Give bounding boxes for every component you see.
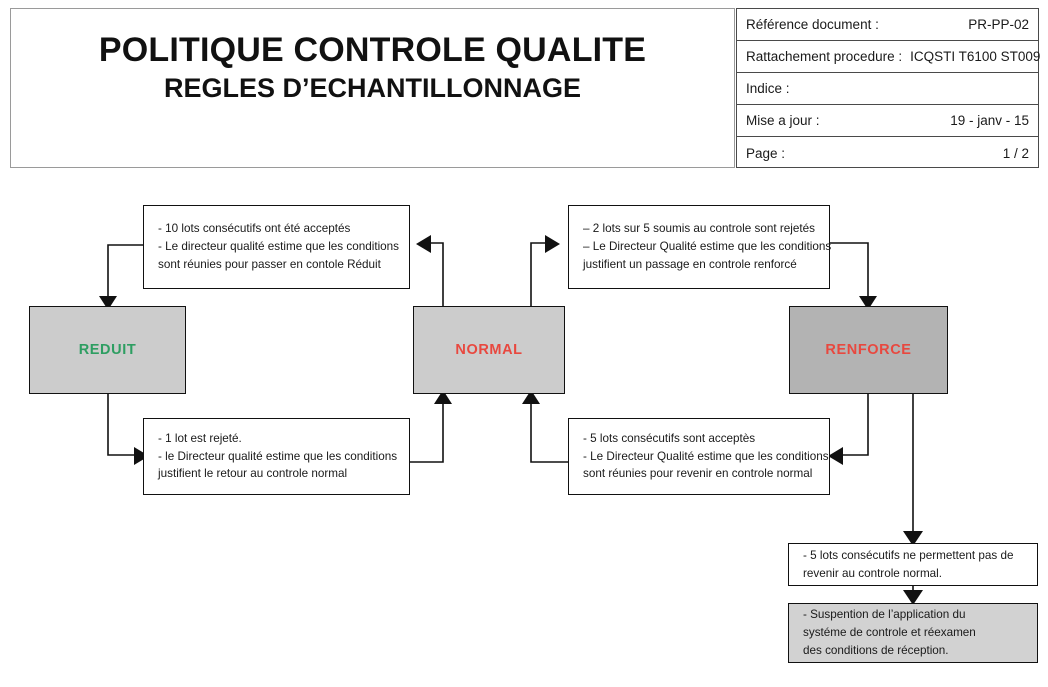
note-box-reduit-to-normal: - 1 lot est rejeté. - le Directeur quali… [143,418,410,495]
meta-row-update: Mise a jour : 19 - janv - 15 [737,105,1038,137]
note-line: justifient le retour au controle normal [158,467,348,481]
note-line: - 5 lots consécutifs sont acceptès [583,431,756,445]
state-label-renforce: RENFORCE [825,342,912,358]
meta-value-page: 1 / 2 [1002,145,1029,161]
note-line: - 5 lots consécutifs ne permettent pas d… [803,548,1014,562]
note-line: sont réunies pour passer en contole Rédu… [158,257,381,271]
meta-label-indice: Indice : [746,81,790,96]
meta-label-update: Mise a jour : [746,113,820,128]
document-header: POLITIQUE CONTROLE QUALITE REGLES D’ECHA… [10,8,1041,169]
meta-value-reference: PR-PP-02 [968,17,1029,32]
meta-label-reference: Référence document : [746,17,879,32]
note-line: sont réunies pour revenir en controle no… [583,467,813,481]
arrowhead-into-note-reduit [416,235,431,253]
note-line: systéme de controle et réexamen [803,626,976,640]
meta-row-indice: Indice : [737,73,1038,105]
note-line: - 10 lots consécutifs ont été acceptés [158,222,351,236]
wire-note-to-normal-right [530,404,568,463]
wire-normal-to-note-reduit [430,242,444,306]
state-box-normal[interactable]: NORMAL [413,306,565,394]
meta-value-update: 19 - janv - 15 [950,113,1029,128]
arrowhead-into-note-renforce [545,235,560,253]
page-subtitle: REGLES D’ECHANTILLONNAGE [163,73,581,104]
note-line: - Le Directeur Qualité estime que les co… [583,449,829,463]
wire-reduit-to-note-normal [107,394,135,456]
wire-note-to-renforce [830,242,869,296]
meta-row-procedure: Rattachement procedure : ICQSTI T6100 ST… [737,41,1041,73]
meta-row-reference: Référence document : PR-PP-02 [737,9,1038,41]
note-line: des conditions de réception. [803,643,949,657]
title-inner: POLITIQUE CONTROLE QUALITE REGLES D’ECHA… [11,31,734,104]
state-box-renforce[interactable]: RENFORCE [789,306,948,394]
note-line: justifient un passage en controle renfor… [583,257,797,271]
state-label-reduit: REDUIT [78,342,137,358]
meta-label-procedure: Rattachement procedure : [746,49,903,64]
note-line: – Le Directeur Qualité estime que les co… [583,240,832,254]
note-line: - 1 lot est rejeté. [158,431,242,445]
note-line: – 2 lots sur 5 soumis au controle sont r… [583,222,815,236]
meta-label-page: Page : [746,145,786,161]
note-box-suspension: - Suspention de l’application du systéme… [788,603,1038,663]
note-line: - le Directeur qualité estime que les co… [158,449,398,463]
note-box-to-renforce: – 2 lots sur 5 soumis au controle sont r… [568,205,832,289]
note-box-renforce-to-normal: - 5 lots consécutifs sont acceptès - Le … [568,418,830,495]
page-title: POLITIQUE CONTROLE QUALITE [98,31,647,69]
document-meta-table: Référence document : PR-PP-02 Rattacheme… [736,8,1041,169]
arrowhead-into-note-normal-right [828,447,843,465]
title-cell: POLITIQUE CONTROLE QUALITE REGLES D’ECHA… [10,8,735,168]
note-line: revenir au controle normal. [803,566,943,580]
note-box-to-reduit: - 10 lots consécutifs ont été acceptés -… [143,205,410,289]
meta-value-procedure: ICQSTI T6100 ST009 [910,49,1041,64]
wire-normal-to-note-renforce [530,242,546,306]
wire-note-to-reduit [107,244,143,296]
state-label-normal: NORMAL [455,342,523,358]
state-box-reduit[interactable]: REDUIT [29,306,186,394]
note-line: - Suspention de l’application du [803,608,966,622]
note-line: - Le directeur qualité estime que les co… [158,240,400,254]
wire-renforce-to-note-normal [842,394,869,456]
meta-row-page: Page : 1 / 2 [737,137,1038,169]
wire-note-to-normal-left [410,404,444,463]
note-box-renforce-fail: - 5 lots consécutifs ne permettent pas d… [788,543,1038,586]
